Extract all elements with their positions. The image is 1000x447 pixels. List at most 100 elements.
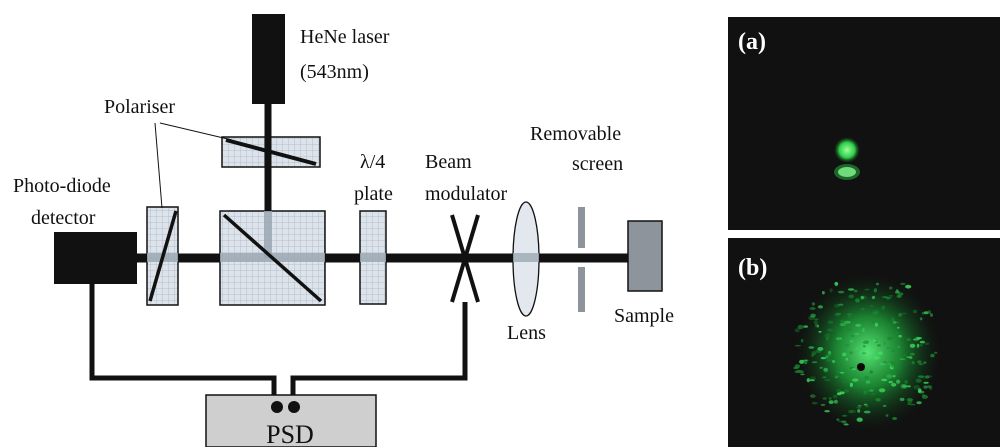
speckle	[881, 378, 888, 382]
speckle	[886, 297, 890, 301]
panel-b-label: (b)	[738, 255, 767, 281]
speckle	[797, 324, 804, 330]
speckle	[925, 375, 933, 378]
speckle	[911, 361, 915, 365]
photo-diode-detector	[54, 232, 137, 284]
speckle	[842, 381, 846, 383]
focused-spot	[834, 137, 860, 163]
polariser-label: Polariser	[104, 96, 175, 118]
speckle	[800, 338, 804, 343]
detector-cable	[89, 284, 277, 406]
screen-label-line2: screen	[572, 153, 623, 175]
speckle	[860, 295, 867, 300]
speckle	[836, 370, 840, 373]
speckle	[857, 409, 861, 413]
speckle	[909, 343, 916, 348]
speckle	[816, 324, 820, 328]
speckle	[855, 298, 860, 303]
speckle	[799, 359, 805, 364]
speckle	[840, 322, 847, 327]
laser-wavelength-label: (543nm)	[300, 61, 369, 83]
sample-label: Sample	[614, 305, 674, 327]
plate-label-line1: λ/4	[360, 151, 385, 173]
speckle	[857, 384, 860, 388]
speckle	[934, 351, 938, 354]
speckle	[809, 379, 815, 382]
speckle	[818, 330, 822, 333]
speckle	[838, 303, 844, 306]
speckle	[916, 401, 922, 405]
speckle	[878, 351, 883, 356]
speckle	[824, 410, 830, 413]
speckle	[828, 400, 834, 404]
speckle	[806, 378, 810, 383]
speckle	[814, 323, 819, 328]
speckle	[840, 319, 845, 323]
speckle	[923, 385, 928, 389]
laser-label: HeNe laser	[300, 26, 390, 48]
speckle	[825, 358, 832, 362]
speckle	[869, 389, 874, 392]
speckle	[902, 385, 908, 388]
speckle	[910, 403, 916, 406]
polariser-leader-left	[154, 122, 163, 209]
speckle	[873, 311, 876, 314]
speckle	[872, 339, 877, 343]
speckle	[874, 322, 878, 327]
speckle	[903, 354, 907, 357]
speckle	[850, 334, 855, 337]
speckle	[909, 352, 915, 356]
speckle	[834, 375, 840, 378]
speckle	[814, 318, 819, 321]
speckle	[844, 343, 850, 347]
speckle	[840, 371, 845, 374]
speckle	[863, 410, 871, 414]
speckle	[930, 353, 935, 358]
speckle	[886, 374, 893, 379]
speckle	[834, 304, 840, 308]
speckle	[877, 344, 881, 347]
speckle-pattern	[796, 274, 940, 430]
speckle	[891, 365, 894, 368]
speckle	[809, 376, 816, 381]
speckle	[844, 320, 851, 324]
speckle	[864, 288, 870, 291]
psd-connector-right	[288, 401, 300, 413]
speckle	[863, 345, 866, 348]
speckle	[810, 313, 816, 318]
speckle	[851, 368, 856, 370]
speckle	[871, 295, 876, 300]
detector-label-line1: Photo-diode	[13, 175, 111, 197]
speckle	[899, 397, 905, 401]
speckle	[889, 286, 893, 290]
speckle	[869, 305, 874, 307]
speckle	[888, 363, 892, 365]
speckle	[811, 302, 816, 306]
speckle	[836, 418, 840, 421]
speckle	[808, 315, 815, 321]
speckle	[837, 290, 845, 294]
speckle	[919, 340, 926, 344]
speckle	[886, 347, 892, 349]
lens-label: Lens	[507, 322, 546, 344]
speckle	[860, 308, 865, 311]
speckle	[879, 363, 886, 366]
speckle	[892, 331, 899, 335]
speckle	[898, 366, 901, 370]
speckle	[876, 282, 879, 286]
speckle	[896, 321, 900, 324]
speckle	[856, 406, 862, 409]
speckle	[889, 361, 895, 365]
speckle	[885, 414, 889, 417]
speckle	[909, 356, 913, 360]
speckle	[794, 344, 802, 347]
speckle	[794, 364, 801, 369]
speckle	[839, 391, 845, 395]
speckle	[824, 370, 828, 374]
sample	[627, 220, 663, 292]
speckle	[828, 397, 832, 400]
speckle	[837, 420, 845, 423]
speckle	[862, 340, 869, 345]
speckle	[890, 349, 896, 352]
speckle	[928, 386, 933, 390]
